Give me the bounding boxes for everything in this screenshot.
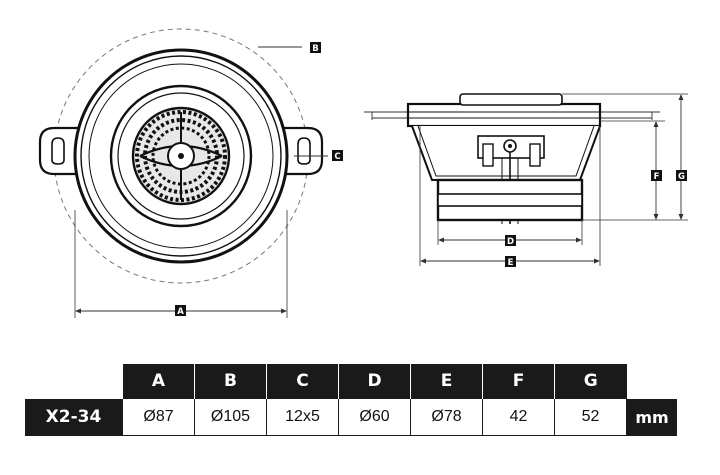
model-name: X2-34 — [25, 398, 123, 436]
value-e: Ø78 — [410, 398, 483, 436]
unit-label: mm — [626, 398, 677, 436]
blank-corner — [25, 364, 123, 399]
mount-ear-right — [284, 126, 324, 176]
col-header-b: B — [194, 364, 267, 399]
col-header-c: C — [266, 364, 339, 399]
tag-f: F — [651, 170, 662, 182]
surround — [109, 84, 253, 228]
col-header-f: F — [482, 364, 555, 399]
tag-e: E — [505, 256, 516, 268]
svg-text:F: F — [654, 172, 660, 182]
dimension-drawing: B C A D E F G — [38, 28, 688, 318]
value-d: Ø60 — [338, 398, 411, 436]
spec-table: A B C D E F G X2-34 Ø87 Ø105 12x5 Ø60 Ø7… — [25, 364, 677, 436]
frame-ring — [406, 102, 602, 128]
value-f: 42 — [482, 398, 555, 436]
col-header-e: E — [410, 364, 483, 399]
svg-text:D: D — [507, 237, 514, 247]
tag-a: A — [175, 305, 186, 317]
svg-text:E: E — [508, 258, 514, 268]
col-header-a: A — [122, 364, 195, 399]
header-row: A B C D E F G — [25, 364, 677, 399]
value-a: Ø87 — [122, 398, 195, 436]
tag-d: D — [505, 235, 516, 247]
blank-unit-header — [626, 364, 677, 399]
table-row: X2-34 Ø87 Ø105 12x5 Ø60 Ø78 42 52 mm — [25, 398, 677, 436]
mount-ear-left — [38, 126, 78, 176]
value-g: 52 — [554, 398, 627, 436]
col-header-g: G — [554, 364, 627, 399]
front-view — [38, 28, 328, 318]
svg-text:G: G — [678, 172, 685, 182]
value-c: 12x5 — [266, 398, 339, 436]
tag-g: G — [676, 170, 687, 182]
tag-c: C — [332, 150, 343, 162]
tag-b: B — [310, 42, 321, 54]
tweeter-cap — [459, 93, 563, 106]
svg-text:C: C — [334, 152, 340, 162]
svg-text:B: B — [312, 44, 318, 54]
col-header-d: D — [338, 364, 411, 399]
svg-text:A: A — [177, 307, 184, 317]
value-b: Ø105 — [194, 398, 267, 436]
side-view — [364, 93, 688, 266]
